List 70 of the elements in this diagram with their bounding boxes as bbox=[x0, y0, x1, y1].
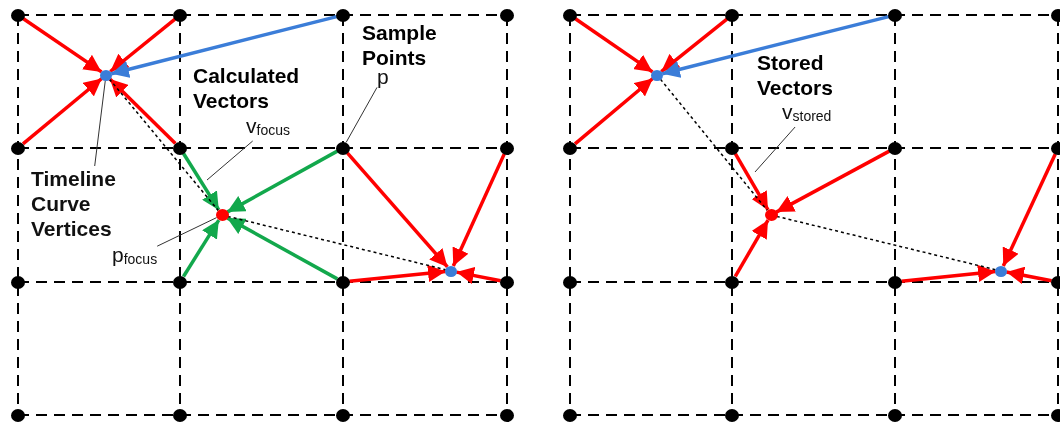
sample-point-dot bbox=[173, 408, 187, 422]
curve-vertex-dot bbox=[445, 265, 457, 277]
dotted-line bbox=[659, 78, 768, 212]
leader-line bbox=[206, 140, 254, 181]
sample-point-dot bbox=[11, 8, 25, 22]
arrow bbox=[21, 77, 103, 146]
curve-vertex-dot bbox=[100, 69, 112, 81]
diagram-label: Calculated Vectors bbox=[193, 63, 301, 113]
symbol-label: v$_{stored}$ bbox=[782, 101, 832, 127]
arrow bbox=[349, 264, 446, 284]
leader-line bbox=[156, 217, 218, 247]
sample-point-dot bbox=[888, 141, 902, 155]
arrow bbox=[451, 153, 506, 267]
sample-point-dot bbox=[173, 8, 187, 22]
arrow bbox=[110, 14, 338, 78]
sample-point-dot bbox=[725, 141, 739, 155]
arrow bbox=[182, 152, 221, 211]
sample-point-dot bbox=[725, 8, 739, 22]
arrow bbox=[574, 17, 654, 74]
arrow bbox=[108, 77, 177, 145]
sample-point-dot bbox=[888, 8, 902, 22]
sample-point-dot bbox=[500, 275, 514, 289]
symbol-label: v$_{focus}$ bbox=[246, 115, 290, 141]
dotted-line bbox=[108, 78, 219, 212]
arrow bbox=[182, 219, 221, 278]
curve-vertex-dot bbox=[995, 265, 1007, 277]
dotted-line bbox=[776, 215, 997, 271]
sample-point-dot bbox=[11, 408, 25, 422]
diagram-label: Stored Vectors bbox=[757, 50, 834, 100]
arrow bbox=[733, 219, 770, 278]
arrow bbox=[109, 17, 177, 73]
arrow bbox=[901, 264, 996, 284]
sample-point-dot bbox=[500, 141, 514, 155]
arrow bbox=[661, 14, 890, 78]
sample-point-dot bbox=[336, 275, 350, 289]
sample-point-dot bbox=[725, 275, 739, 289]
curve-vertex-dot bbox=[651, 69, 663, 81]
sample-point-dot bbox=[563, 408, 577, 422]
arrow bbox=[1001, 153, 1057, 267]
curve-vertex-dot bbox=[215, 209, 229, 221]
leader-line bbox=[345, 86, 378, 143]
sample-point-dot bbox=[11, 141, 25, 155]
sample-point-dot bbox=[563, 8, 577, 22]
arrow bbox=[1006, 266, 1052, 284]
arrow bbox=[456, 266, 501, 285]
sample-point-dot bbox=[500, 8, 514, 22]
sample-point-dot bbox=[725, 408, 739, 422]
sample-point-dot bbox=[336, 8, 350, 22]
arrow bbox=[573, 77, 654, 146]
leader-line bbox=[94, 80, 106, 167]
sample-point-dot bbox=[563, 141, 577, 155]
curve-vertex-dot bbox=[764, 209, 778, 221]
arrow bbox=[733, 152, 770, 211]
arrow bbox=[226, 216, 339, 281]
symbol-label: p$_{focus}$ bbox=[112, 244, 158, 270]
sample-point-dot bbox=[888, 408, 902, 422]
arrow bbox=[660, 17, 728, 73]
arrow bbox=[346, 151, 449, 269]
sample-point-dot bbox=[336, 408, 350, 422]
arrow bbox=[22, 17, 103, 74]
arrow bbox=[775, 149, 891, 214]
sample-point-dot bbox=[500, 408, 514, 422]
sample-point-dot bbox=[888, 275, 902, 289]
arrow bbox=[226, 149, 339, 214]
sample-point-dot bbox=[336, 141, 350, 155]
dotted-line bbox=[227, 215, 447, 271]
sample-point-dot bbox=[173, 275, 187, 289]
sample-point-dot bbox=[563, 275, 577, 289]
leader-line bbox=[754, 126, 796, 173]
sample-point-dot bbox=[11, 275, 25, 289]
